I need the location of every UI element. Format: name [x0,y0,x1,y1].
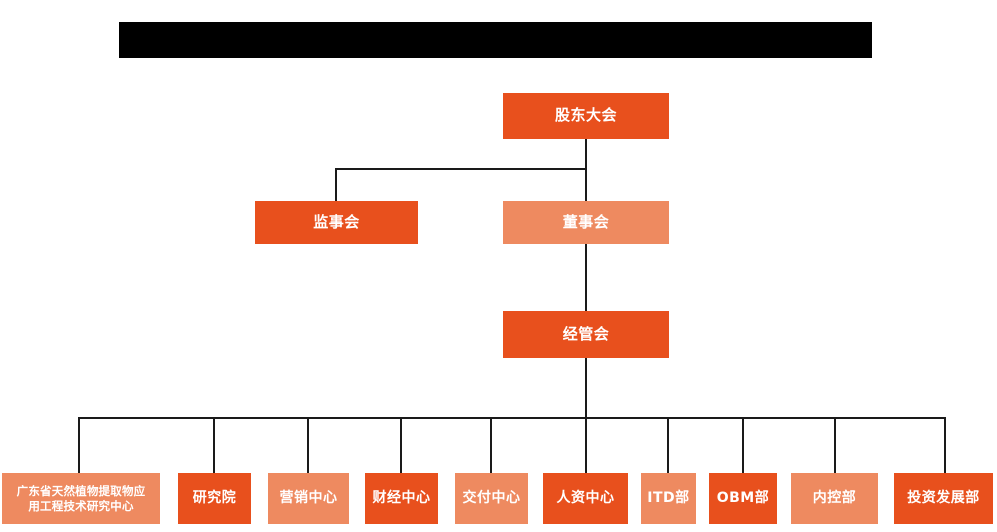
connector-drop-investment-development [944,417,946,473]
node-internal-control-department[interactable]: 内控部 [791,473,878,524]
connector-management-stem [585,358,587,418]
connector-tier2-bus [336,168,587,170]
redacted-title-bar [119,22,872,58]
research-center-label-line1: 广东省天然植物提取物应 [16,483,146,498]
node-shareholders-meeting[interactable]: 股东大会 [503,93,669,139]
node-investment-development-department[interactable]: 投资发展部 [894,473,993,524]
connector-drop-hr-center [585,417,587,473]
node-obm-department[interactable]: OBM部 [709,473,777,524]
node-delivery-center[interactable]: 交付中心 [455,473,528,524]
node-finance-center[interactable]: 财经中心 [365,473,438,524]
connector-drop-marketing-center [307,417,309,473]
connector-drop-itd [667,417,669,473]
connector-department-bus [78,417,945,419]
node-itd-department[interactable]: ITD部 [641,473,696,524]
connector-drop-obm [742,417,744,473]
connector-directors-to-management [585,244,587,311]
node-management-committee[interactable]: 经管会 [503,311,669,358]
node-board-of-supervisors[interactable]: 监事会 [255,201,418,244]
connector-drop-delivery-center [490,417,492,473]
connector-drop-research-center [78,417,80,473]
connector-supervisors-drop [335,168,337,201]
connector-drop-internal-control [834,417,836,473]
connector-shareholders-stem [585,139,587,170]
node-marketing-center[interactable]: 营销中心 [268,473,349,524]
node-research-institute[interactable]: 研究院 [178,473,251,524]
node-board-of-directors[interactable]: 董事会 [503,201,669,244]
connector-drop-finance-center [400,417,402,473]
connector-directors-drop [585,168,587,201]
node-natural-plant-extract-research-center[interactable]: 广东省天然植物提取物应 用工程技术研究中心 [2,473,160,524]
connector-drop-research-institute [213,417,215,473]
node-hr-center[interactable]: 人资中心 [543,473,628,524]
research-center-label-line2: 用工程技术研究中心 [28,498,134,513]
